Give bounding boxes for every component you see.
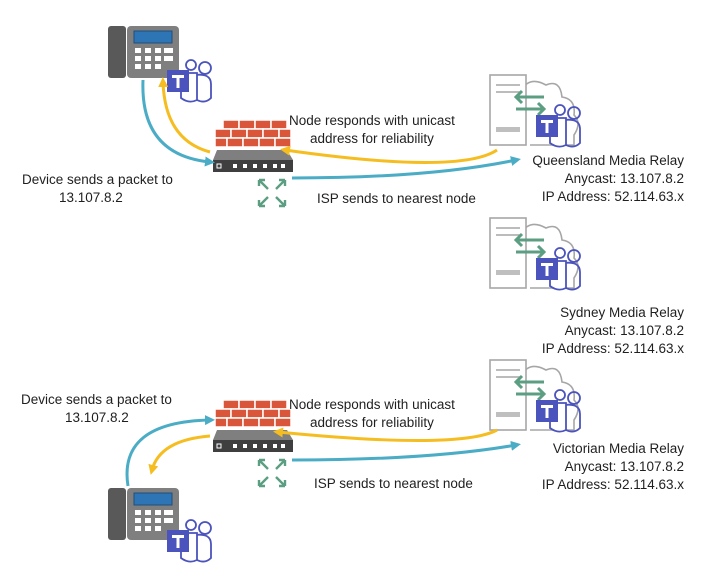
queensland-relay-label: Queensland Media Relay Anycast: 13.107.8… xyxy=(514,152,684,206)
top-node-response-arrow xyxy=(280,145,498,164)
relay-anycast: Anycast: 13.107.8.2 xyxy=(564,459,684,474)
top-node-response-line2: address for reliability xyxy=(310,131,434,146)
top-device-label: Device sends a packet to 13.107.8.2 xyxy=(22,171,173,207)
media-relay-icon xyxy=(490,218,580,290)
relay-ip: IP Address: 52.114.63.x xyxy=(541,341,684,356)
top-node-response-line1: Node responds with unicast xyxy=(289,113,455,128)
relay-name: Queensland Media Relay xyxy=(532,153,684,168)
bottom-victorian-relay xyxy=(490,360,580,432)
top-queensland-relay xyxy=(490,75,580,147)
top-node-response-label: Node responds with unicast address for r… xyxy=(289,112,455,148)
server-icon xyxy=(490,75,580,147)
top-device-label-line2: 13.107.8.2 xyxy=(59,190,123,205)
relay-name: Sydney Media Relay xyxy=(560,305,684,320)
sydney-relay xyxy=(490,218,580,290)
top-phone xyxy=(107,25,212,103)
bottom-isp-label: ISP sends to nearest node xyxy=(314,476,473,491)
top-isp-to-node-arrow xyxy=(291,156,521,180)
top-firewall-router xyxy=(211,118,295,208)
bottom-isp-to-node-arrow xyxy=(291,440,521,462)
relay-anycast: Anycast: 13.107.8.2 xyxy=(564,323,684,338)
bottom-device-label-line2: 13.107.8.2 xyxy=(65,410,129,425)
top-isp-label: ISP sends to nearest node xyxy=(317,191,476,206)
top-device-label-line1: Device sends a packet to xyxy=(22,172,173,187)
bottom-device-request-arrow xyxy=(125,415,215,487)
bottom-phone xyxy=(107,487,212,563)
bottom-node-response-line1: Node responds with unicast xyxy=(289,397,455,412)
bottom-node-response-label: Node responds with unicast address for r… xyxy=(289,396,455,432)
relay-ip: IP Address: 52.114.63.x xyxy=(541,477,684,492)
bottom-node-response-arrow xyxy=(273,427,498,443)
bottom-device-label-line1: Device sends a packet to xyxy=(21,392,172,407)
relay-ip: IP Address: 52.114.63.x xyxy=(541,189,684,204)
relay-name: Victorian Media Relay xyxy=(552,441,684,456)
top-return-to-device-arrow xyxy=(158,77,211,154)
server-icon xyxy=(490,360,580,432)
bottom-node-response-line2: address for reliability xyxy=(310,415,434,430)
relay-anycast: Anycast: 13.107.8.2 xyxy=(564,171,684,186)
top-device-request-arrow xyxy=(141,79,215,167)
bottom-firewall-router xyxy=(211,398,295,488)
bottom-device-label: Device sends a packet to 13.107.8.2 xyxy=(21,391,172,427)
sydney-relay-label: Sydney Media Relay Anycast: 13.107.8.2 I… xyxy=(514,304,684,358)
bottom-return-to-device-arrow xyxy=(148,434,211,475)
victorian-relay-label: Victorian Media Relay Anycast: 13.107.8.… xyxy=(514,440,684,494)
